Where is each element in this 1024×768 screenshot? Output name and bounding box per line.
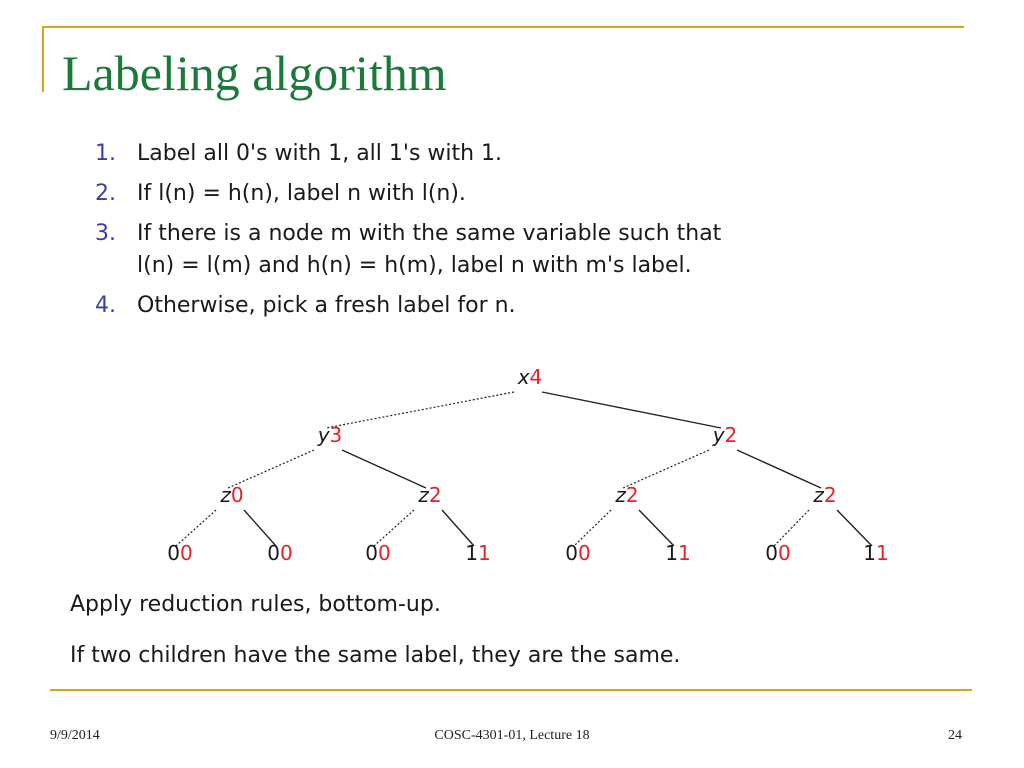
tree-leaf-node: 00 (167, 541, 192, 565)
tree-node-variable: 0 (167, 541, 180, 565)
tree-edge-high (836, 509, 873, 547)
tree-node-label: 4 (530, 365, 543, 389)
tree-edge-low (773, 509, 810, 547)
tree-node-label: 2 (429, 483, 442, 507)
footer-course: COSC-4301-01, Lecture 18 (434, 728, 590, 743)
tree-node: x4 (517, 365, 543, 389)
tree-edge-high (441, 509, 475, 547)
tree-node: y3 (317, 423, 343, 447)
tree-node-variable: z (614, 483, 626, 507)
tree-node-label: 1 (876, 541, 889, 565)
tree-node: z2 (812, 483, 836, 507)
tree-edge-low (175, 509, 217, 547)
step-text: Label all 0's with 1, all 1's with 1. (137, 141, 503, 166)
tree-node-variable: 1 (665, 541, 678, 565)
tree-leaf-node: 00 (267, 541, 292, 565)
tree-node: y2 (712, 423, 738, 447)
footer-date: 9/9/2014 (50, 728, 100, 743)
title-frame-left (42, 26, 44, 92)
tree-node-label: 0 (180, 541, 193, 565)
step-number: 2. (95, 181, 116, 206)
tree-node-variable: x (517, 365, 530, 389)
tree-node-variable: y (317, 423, 331, 447)
footer-page-number: 24 (948, 728, 962, 743)
tree-edge-low (373, 509, 415, 547)
tree-edges (175, 391, 873, 547)
tree-node-label: 2 (626, 483, 639, 507)
step-item: 2. If l(n) = h(n), label n with l(n). (95, 178, 721, 210)
tree-leaf-node: 00 (765, 541, 790, 565)
tree-node-variable: y (712, 423, 726, 447)
tree-node-variable: 0 (765, 541, 778, 565)
tree-edge-high (736, 449, 822, 489)
step-number: 4. (95, 293, 116, 318)
tree-node-variable: 0 (365, 541, 378, 565)
step-item: 4. Otherwise, pick a fresh label for n. (95, 290, 721, 322)
tree-node: z2 (417, 483, 441, 507)
tree-leaf-node: 11 (863, 541, 888, 565)
tree-node-label: 1 (478, 541, 491, 565)
title-frame-top (42, 26, 964, 28)
footer-divider (50, 689, 972, 691)
tree-node-variable: 0 (267, 541, 280, 565)
tree-node-label: 3 (330, 423, 343, 447)
tree-edge-high (541, 391, 722, 429)
tree-node: z2 (614, 483, 638, 507)
step-number: 1. (95, 141, 116, 166)
step-text: If l(n) = h(n), label n with l(n). (137, 181, 466, 206)
step-text: If there is a node m with the same varia… (137, 221, 722, 246)
tree-node-variable: 1 (465, 541, 478, 565)
tree-node-label: 1 (678, 541, 691, 565)
tree-leaf-node: 00 (365, 541, 390, 565)
tree-leaf-node: 11 (665, 541, 690, 565)
note-reduction-rules: Apply reduction rules, bottom-up. (70, 592, 441, 617)
tree-leaf-node: 00 (565, 541, 590, 565)
tree-leaf-node: 11 (465, 541, 490, 565)
tree-node-variable: z (812, 483, 824, 507)
tree-node-variable: z (219, 483, 231, 507)
algorithm-steps: 1.Label all 0's with 1, all 1's with 1. … (95, 138, 721, 330)
step-text-continued: l(n) = l(m) and h(n) = h(m), label n wit… (137, 253, 692, 278)
tree-node-label: 0 (378, 541, 391, 565)
step-number: 3. (95, 221, 116, 246)
tree-node-label: 0 (231, 483, 244, 507)
tree-edge-high (243, 509, 277, 547)
tree-node-label: 0 (778, 541, 791, 565)
tree-node-label: 0 (578, 541, 591, 565)
tree-node-variable: z (417, 483, 429, 507)
step-item: 1. Label all 0's with 1, all 1's with 1. (95, 138, 721, 170)
tree-node-label: 2 (824, 483, 837, 507)
tree-node-variable: 0 (565, 541, 578, 565)
tree-node: z0 (219, 483, 243, 507)
note-same-label: If two children have the same label, the… (70, 643, 681, 668)
step-item: 3. If there is a node m with the same var… (95, 218, 721, 282)
tree-node-variable: 1 (863, 541, 876, 565)
tree-edge-low (573, 509, 612, 547)
tree-edge-high (638, 509, 675, 547)
page-title: Labeling algorithm (62, 45, 447, 101)
tree-node-label: 2 (725, 423, 738, 447)
step-text: Otherwise, pick a fresh label for n. (137, 293, 516, 318)
tree-node-label: 0 (280, 541, 293, 565)
tree-edge-high (341, 449, 427, 489)
tree-edge-low (325, 391, 515, 429)
